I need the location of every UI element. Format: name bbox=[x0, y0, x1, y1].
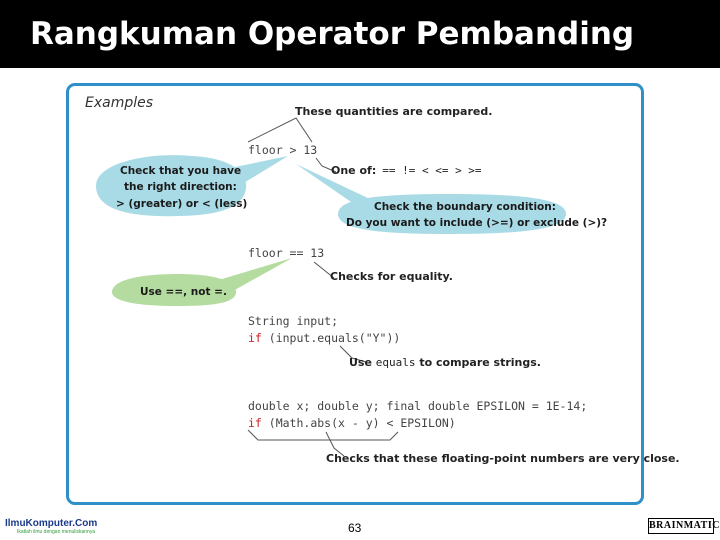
boundary-line-2: Do you want to include (>=) or exclude (… bbox=[346, 217, 607, 229]
annotation-compared: These quantities are compared. bbox=[295, 105, 492, 118]
keyword-if: if bbox=[248, 331, 262, 345]
use-eq-text: Use ==, not =. bbox=[140, 286, 227, 298]
code-floor-equals: floor == 13 bbox=[248, 246, 324, 260]
keyword-if: if bbox=[248, 416, 262, 430]
annotation-floating: Checks that these floating-point numbers… bbox=[326, 452, 680, 465]
bubble-boundary bbox=[338, 194, 566, 234]
bubble-direction bbox=[96, 155, 247, 217]
slide-title: Rangkuman Operator Pembanding bbox=[30, 16, 635, 52]
panel-heading: Examples bbox=[85, 95, 154, 111]
code-string-input: String input; bbox=[248, 314, 338, 328]
bubble-boundary-tail bbox=[296, 164, 372, 204]
boundary-line-1: Check the boundary condition: bbox=[374, 201, 556, 213]
direction-line-3: > (greater) or < (less) bbox=[116, 198, 247, 210]
bubble-use-eq bbox=[112, 274, 236, 306]
code-if-equals-rest: (input.equals("Y")) bbox=[262, 331, 400, 345]
brainmatics-logo: BRAINMATICS bbox=[648, 518, 720, 534]
annotation-equality: Checks for equality. bbox=[330, 270, 453, 283]
bubble-direction-tail bbox=[230, 156, 288, 184]
annotation-equals: Use equals to compare strings. bbox=[349, 356, 541, 369]
title-bar: Rangkuman Operator Pembanding bbox=[0, 0, 720, 68]
one-of-operators: == != < <= > >= bbox=[382, 164, 482, 177]
code-floor-greater: floor > 13 bbox=[248, 143, 317, 157]
code-double-decl: double x; double y; final double EPSILON… bbox=[248, 399, 587, 413]
code-if-abs-rest: (Math.abs(x - y) < EPSILON) bbox=[262, 416, 456, 430]
code-if-abs: if (Math.abs(x - y) < EPSILON) bbox=[248, 416, 456, 430]
equals-code: equals bbox=[376, 356, 416, 369]
ilmukomputer-logo: IlmuKomputer.Com Ikatlah ilmu dengan men… bbox=[5, 518, 98, 536]
pointer-lines bbox=[247, 117, 399, 457]
equals-post: to compare strings. bbox=[416, 356, 541, 369]
ilmukomputer-tagline: Ikatlah ilmu dengan menuliskannya bbox=[17, 529, 96, 535]
ilmukomputer-logo-text: IlmuKomputer.Com bbox=[5, 518, 98, 529]
direction-line-1: Check that you have bbox=[120, 165, 241, 177]
page-number: 63 bbox=[348, 521, 362, 535]
annotation-one-of: One of: == != < <= > >= bbox=[331, 164, 482, 177]
code-if-equals: if (input.equals("Y")) bbox=[248, 331, 400, 345]
one-of-label: One of: bbox=[331, 164, 376, 177]
direction-line-2: the right direction: bbox=[124, 181, 237, 193]
equals-pre: Use bbox=[349, 356, 376, 369]
bubble-use-eq-tail bbox=[212, 258, 292, 296]
